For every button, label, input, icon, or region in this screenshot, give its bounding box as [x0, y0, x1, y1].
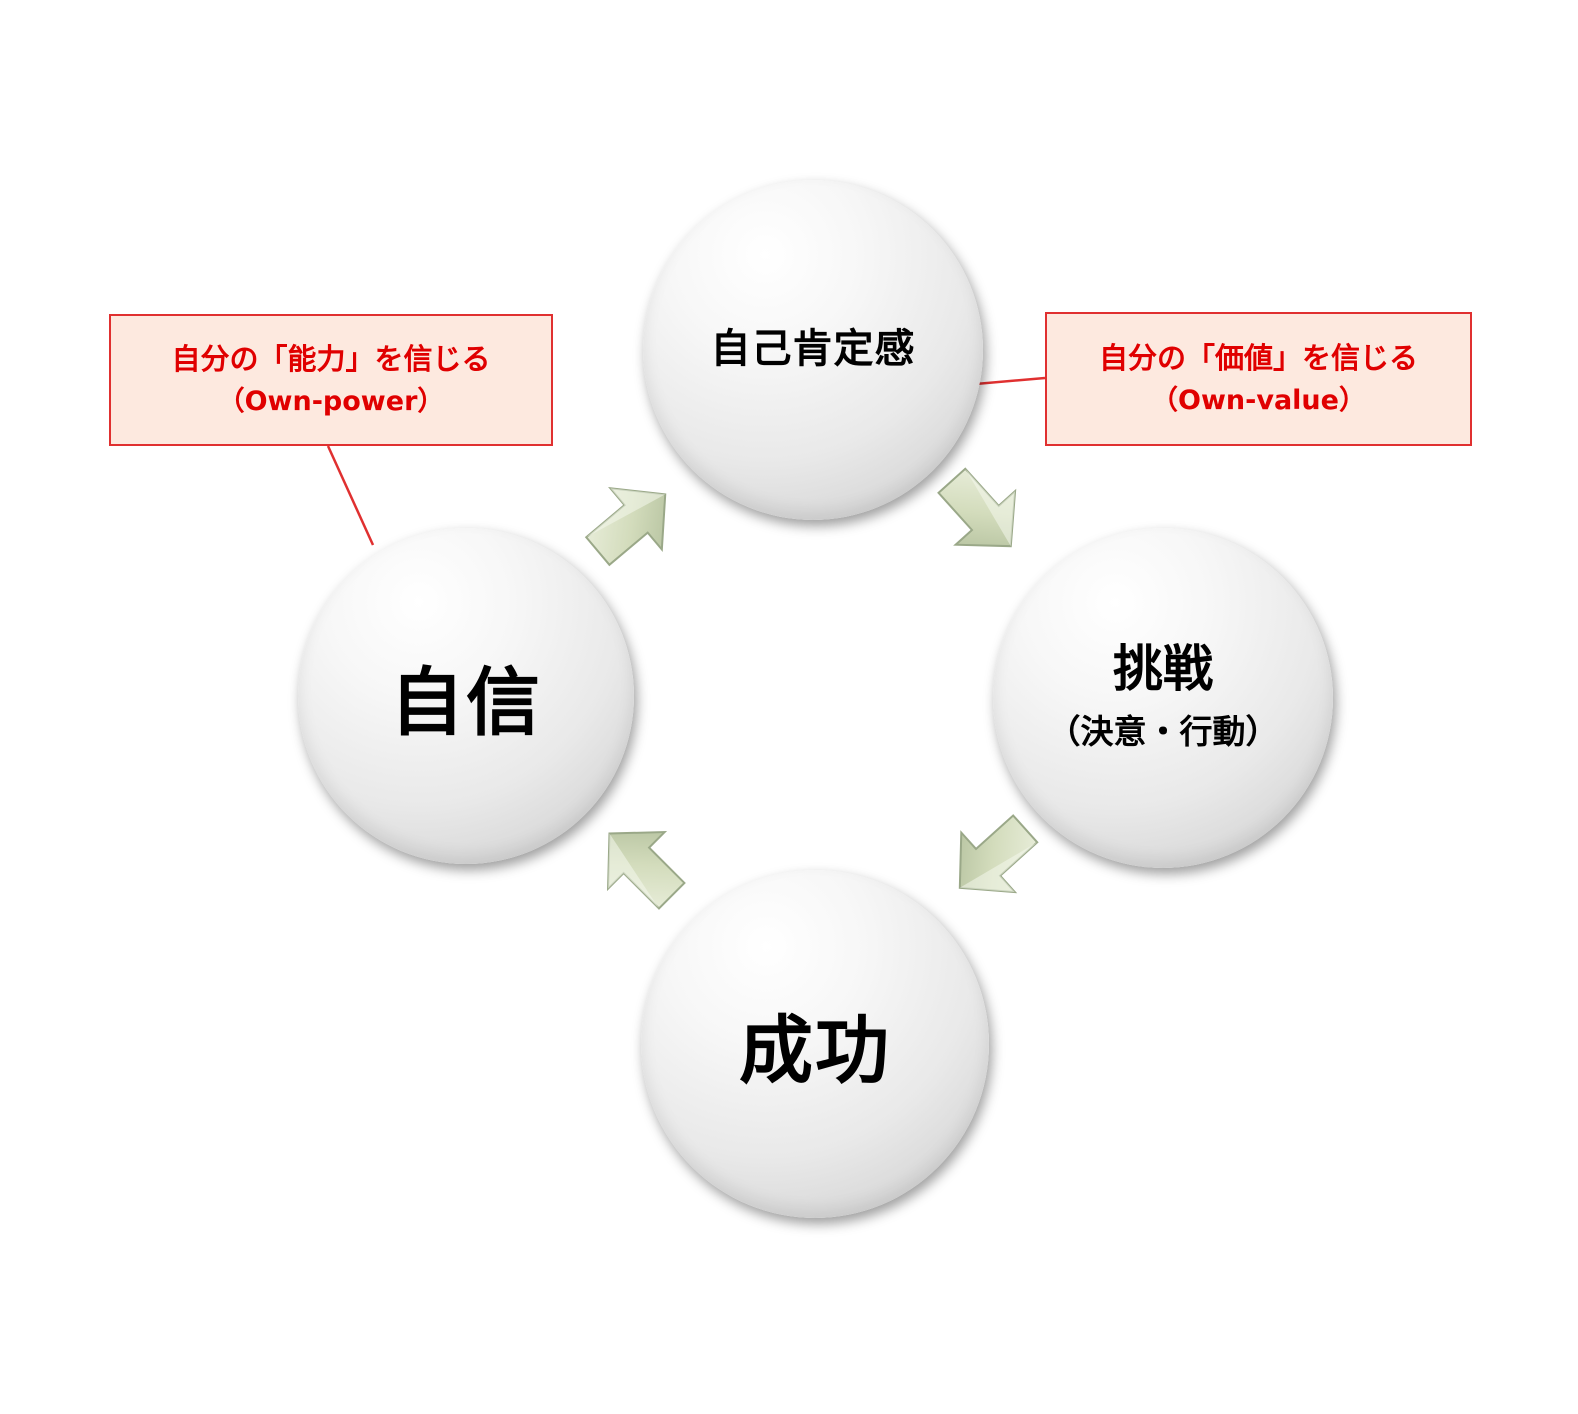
leader-line-left	[326, 445, 375, 546]
arrow-up-right-icon	[584, 486, 667, 567]
callout-right-line2: （Own-value）	[1151, 385, 1366, 416]
callout-own-power: 自分の「能力」を信じる （Own-power）	[109, 314, 553, 446]
arrow-down-right-icon	[937, 467, 1017, 548]
callout-left-line1: 自分の「能力」を信じる	[171, 342, 491, 376]
node-self-esteem: 自己肯定感	[643, 180, 983, 520]
node-success: 成功	[641, 870, 989, 1218]
callout-left-line2: （Own-power）	[217, 386, 445, 417]
callout-own-value: 自分の「価値」を信じる （Own-value）	[1045, 312, 1472, 446]
node-self-esteem-label: 自己肯定感	[710, 325, 916, 372]
node-challenge-label: 挑戦	[1113, 639, 1213, 698]
arrow-down-left-icon	[958, 814, 1039, 894]
callout-right-line1: 自分の「価値」を信じる	[1098, 341, 1418, 375]
node-confidence-label: 自信	[390, 659, 542, 746]
node-success-label: 成功	[739, 1007, 891, 1094]
node-confidence: 自信	[298, 528, 634, 864]
node-challenge: 挑戦 （決意・行動）	[993, 528, 1333, 868]
arrow-up-left-icon	[606, 830, 686, 910]
node-challenge-sublabel: （決意・行動）	[1047, 712, 1279, 751]
